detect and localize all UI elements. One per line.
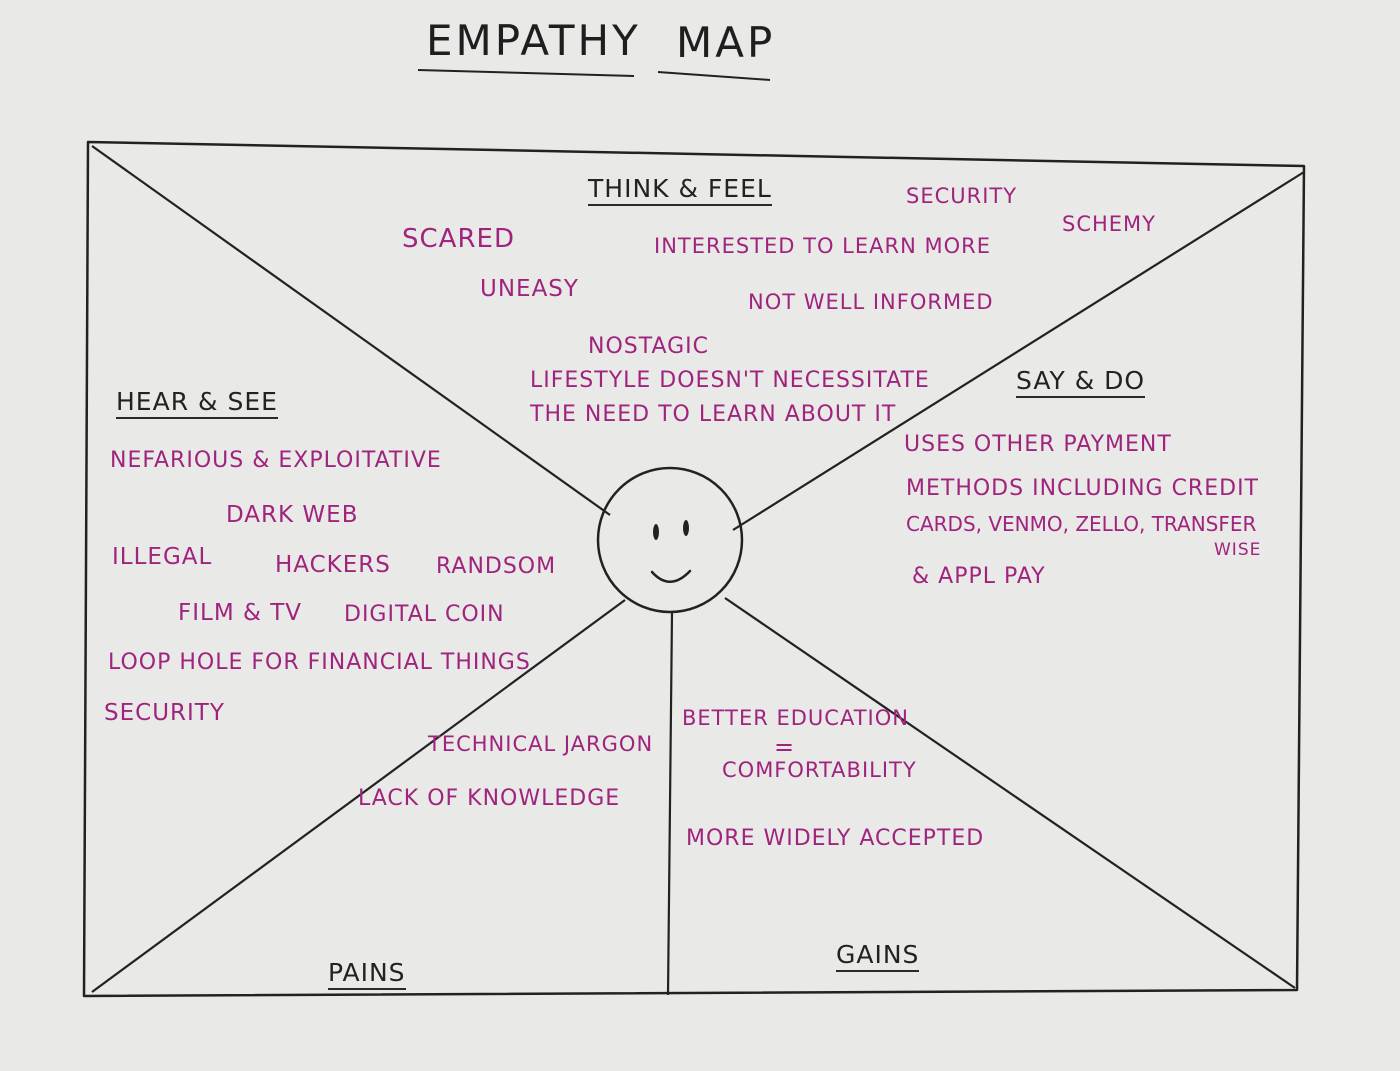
note-lack-of-knowledge: LACK OF KNOWLEDGE	[358, 786, 621, 811]
heading-hear-see: HEAR & SEE	[116, 389, 278, 419]
note-wise: WISE	[1214, 540, 1262, 560]
note-lifestyle-line-1: LIFESTYLE DOESN'T NECESSITATE	[530, 368, 930, 393]
title-underline-2	[657, 71, 771, 81]
note-randsom: RANDSOM	[436, 554, 557, 579]
note-film-tv: FILM & TV	[178, 600, 303, 626]
note-digital-coin: DIGITAL COIN	[344, 602, 505, 627]
face-smile	[650, 569, 692, 583]
note-schemy: SCHEMY	[1062, 212, 1156, 236]
note-uneasy: UNEASY	[480, 276, 579, 302]
note-scared: SCARED	[402, 224, 515, 254]
title-word-map: MAP	[676, 18, 776, 67]
note-technical-jargon: TECHNICAL JARGON	[428, 732, 654, 756]
heading-gains: GAINS	[836, 942, 920, 972]
heading-think-feel: THINK & FEEL	[588, 176, 772, 206]
note-methods-including-credit: METHODS INCLUDING CREDIT	[906, 476, 1259, 501]
note-illegal: ILLEGAL	[112, 544, 213, 570]
divider-bottom-right	[724, 597, 1296, 989]
note-hackers: HACKERS	[275, 552, 391, 578]
face-head	[596, 466, 744, 614]
divider-top-left	[91, 145, 611, 516]
face-right-eye	[683, 520, 689, 536]
note-lifestyle-line-2: THE NEED TO LEARN ABOUT IT	[530, 402, 897, 427]
note-not-well-informed: NOT WELL INFORMED	[748, 290, 994, 314]
divider-top-right	[732, 171, 1305, 531]
heading-pains: PAINS	[328, 960, 406, 990]
note-appl-pay: & APPL PAY	[912, 564, 1046, 589]
note-security-hear: SECURITY	[104, 700, 225, 726]
note-equals: =	[774, 733, 796, 761]
title-word-empathy: EMPATHY	[426, 16, 641, 65]
note-nostagic: NOSTAGIC	[588, 334, 710, 359]
note-cards-venmo: CARDS, VENMO, ZELLO, TRANSFER	[906, 512, 1257, 536]
note-nefarious: NEFARIOUS & EXPLOITATIVE	[110, 448, 442, 473]
note-more-widely-accepted: MORE WIDELY ACCEPTED	[686, 826, 985, 851]
note-security-think: SECURITY	[906, 184, 1018, 208]
divider-bottom-center	[666, 612, 674, 996]
heading-say-do: SAY & DO	[1016, 368, 1146, 398]
note-comfortability: COMFORTABILITY	[722, 758, 917, 782]
map-frame	[82, 140, 1306, 998]
note-dark-web: DARK WEB	[226, 502, 359, 528]
title-underline-1	[417, 69, 635, 77]
note-better-education: BETTER EDUCATION	[682, 706, 909, 730]
divider-bottom-left	[91, 599, 626, 993]
note-loop-hole: LOOP HOLE FOR FINANCIAL THINGS	[108, 650, 531, 675]
note-uses-other-payment: USES OTHER PAYMENT	[904, 432, 1172, 457]
face-left-eye	[653, 524, 659, 540]
note-interested-to-learn-more: INTERESTED TO LEARN MORE	[654, 234, 991, 258]
